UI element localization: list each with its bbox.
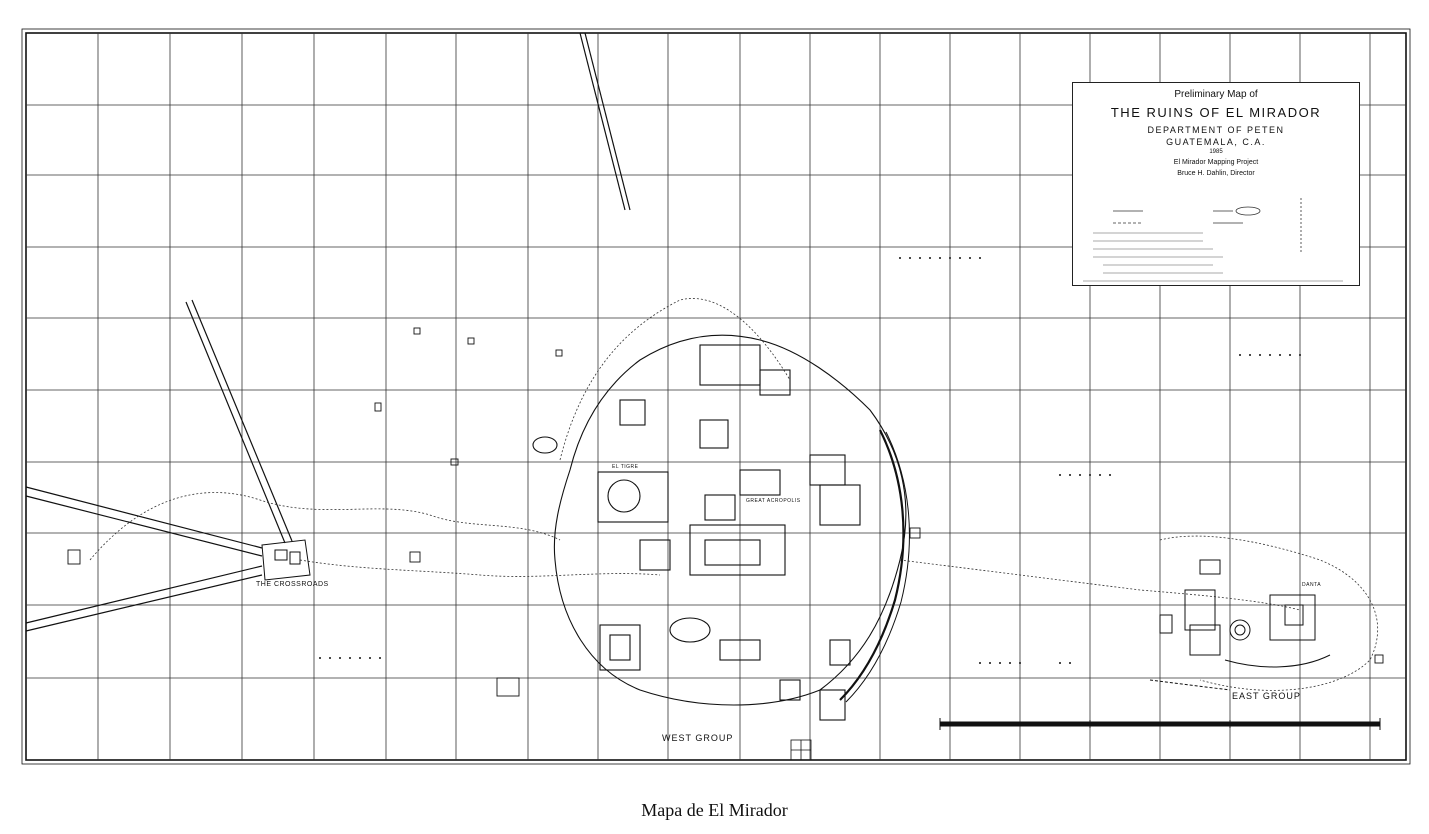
dotted-trails <box>319 257 1301 664</box>
crossroads-complex <box>261 539 311 581</box>
central-site <box>532 334 910 721</box>
title-line-6: El Mirador Mapping Project <box>1173 159 1259 166</box>
title-line-3: DEPARTMENT OF PETEN <box>1147 125 1285 135</box>
label-great-acropolis: GREAT ACROPOLIS <box>746 498 801 504</box>
map-caption: Mapa de El Mirador <box>641 800 788 820</box>
title-line-1: Preliminary Map of <box>1174 89 1258 100</box>
label-el-tigre: EL TIGRE <box>612 464 639 470</box>
map-frame <box>25 32 1407 761</box>
label-danta: DANTA <box>1302 582 1322 588</box>
title-line-5: 1985 <box>1209 149 1223 155</box>
scattered-mounds <box>67 327 1384 697</box>
title-line-7: Bruce H. Dahlin, Director <box>1177 170 1255 177</box>
title-line-4: GUATEMALA, C.A. <box>1166 137 1266 147</box>
legend-symbols <box>1083 198 1343 282</box>
label-east-group: EAST GROUP <box>1232 691 1301 701</box>
east-group-site <box>1149 559 1331 691</box>
scale-bar <box>939 718 1381 730</box>
sheet-index-box <box>790 739 812 761</box>
west-causeways <box>25 32 631 632</box>
map-outer-frame <box>21 28 1411 765</box>
label-crossroads: THE CROSSROADS <box>256 581 329 588</box>
map-title-block: Preliminary Map of THE RUINS OF EL MIRAD… <box>1072 82 1360 286</box>
label-west-group: WEST GROUP <box>662 733 734 743</box>
contour-lines <box>89 298 1379 691</box>
title-line-2: THE RUINS OF EL MIRADOR <box>1110 105 1322 120</box>
